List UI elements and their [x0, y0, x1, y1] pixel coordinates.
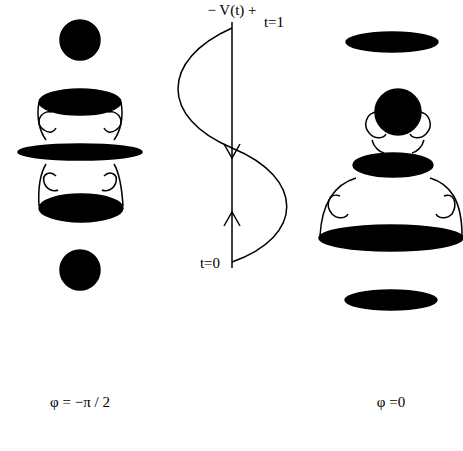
phase-label: φ = −π / 2 [50, 395, 110, 410]
time-label: t=1 [264, 15, 284, 30]
phase-label: φ =0 [377, 395, 405, 410]
time-label: t=0 [200, 256, 220, 271]
axis-label: − V(t) + [207, 3, 256, 18]
